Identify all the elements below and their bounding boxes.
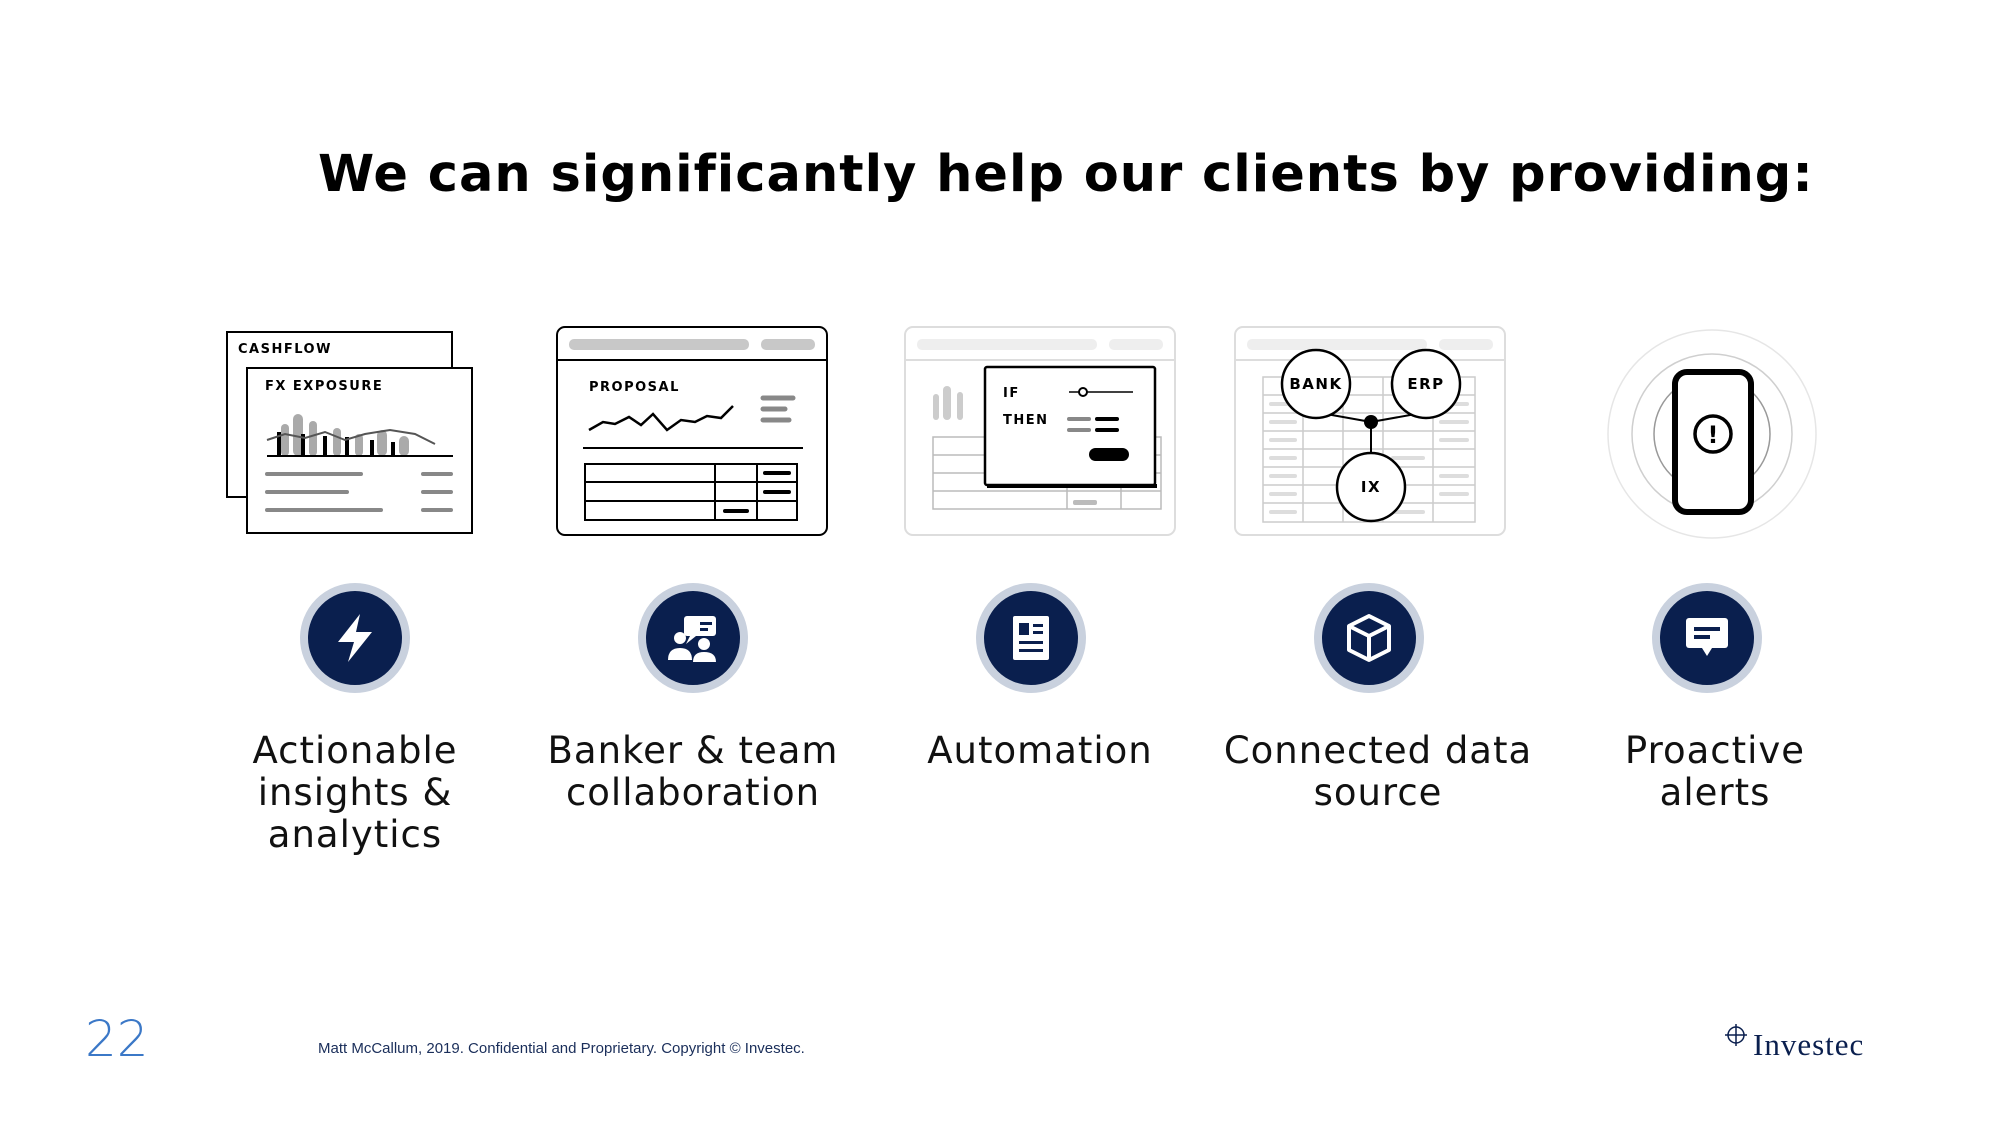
cashflow-fx-illustration: CASHFLOW FX EXPOSURE	[226, 331, 473, 534]
investec-logo: Investec	[1725, 1024, 1864, 1060]
feature-label-insights: Actionable insights & analytics	[252, 729, 458, 856]
automation-rule-illustration: IF THEN	[904, 326, 1176, 536]
cube-badge	[1314, 583, 1424, 693]
cube-icon	[1347, 614, 1391, 662]
lightning-bolt-badge	[300, 583, 410, 693]
alert-exclamation-icon: !	[1708, 421, 1719, 449]
logo-wordmark: Investec	[1753, 1027, 1865, 1062]
if-label: IF	[1003, 386, 1020, 401]
slide-title: We can significantly help our clients by…	[318, 145, 1814, 204]
ix-node-label: IX	[1361, 478, 1381, 496]
team-collaboration-badge	[638, 583, 748, 693]
chat-message-icon	[1686, 618, 1728, 656]
page-number: 22	[85, 1010, 149, 1068]
feature-label-alerts: Proactive alerts	[1624, 729, 1806, 814]
then-label: THEN	[1003, 413, 1049, 428]
chat-message-badge	[1652, 583, 1762, 693]
lightning-bolt-icon	[338, 614, 372, 662]
footer-copyright: Matt McCallum, 2019. Confidential and Pr…	[318, 1040, 805, 1057]
feature-label-automation: Automation	[927, 729, 1153, 772]
cashflow-card-label: CASHFLOW	[238, 342, 332, 357]
fx-exposure-card-label: FX EXPOSURE	[265, 379, 383, 394]
phone-alert-illustration: !	[1607, 329, 1817, 539]
investec-zebra-icon	[1725, 1024, 1747, 1046]
document-badge	[976, 583, 1086, 693]
proposal-card-label: PROPOSAL	[589, 380, 680, 395]
erp-node-label: ERP	[1407, 375, 1444, 393]
feature-label-data-source: Connected data source	[1223, 729, 1533, 814]
team-collaboration-icon	[668, 616, 716, 662]
bank-node-label: BANK	[1289, 375, 1342, 393]
proposal-illustration: PROPOSAL	[556, 326, 828, 536]
feature-label-collaboration: Banker & team collaboration	[547, 729, 839, 814]
document-icon	[1013, 616, 1049, 660]
connected-data-illustration: BANK ERP IX	[1234, 326, 1506, 536]
